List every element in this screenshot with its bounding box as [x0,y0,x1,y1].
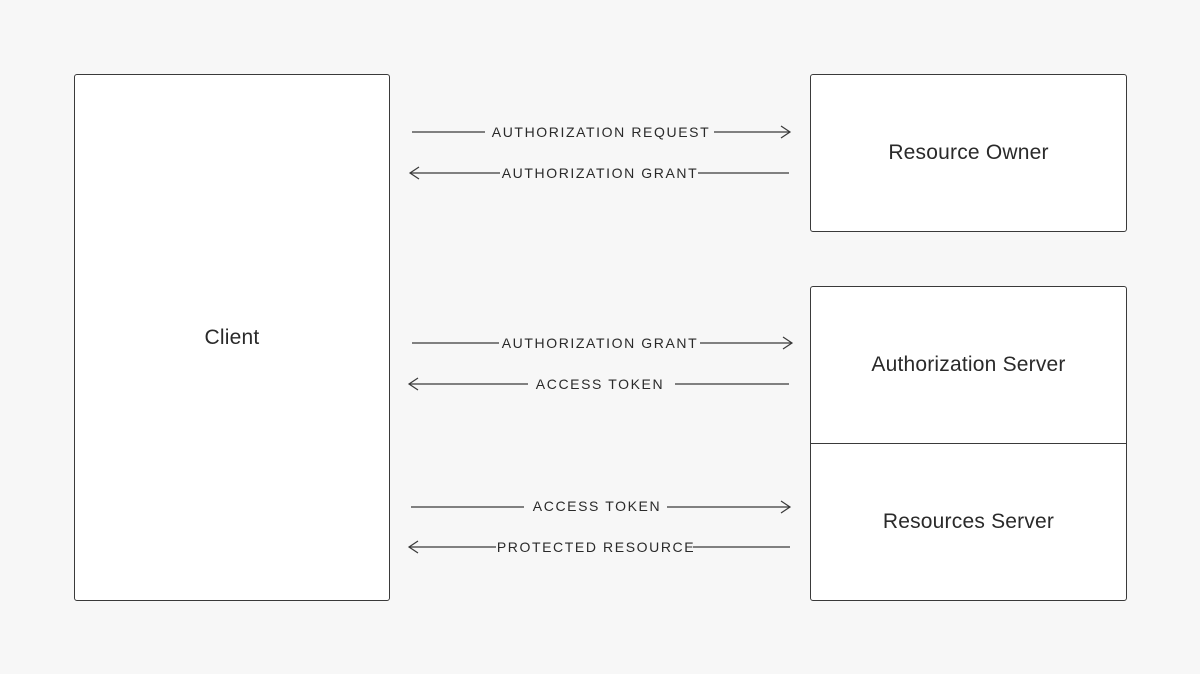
flow-arrow-protected-resource-return [407,540,790,554]
flow-arrow-access-token-return [407,377,789,391]
flow-label-protected-resource: PROTECTED RESOURCE [496,539,696,555]
flow-label-authorization-grant-return: AUTHORIZATION GRANT [501,165,699,181]
flow-arrow-authorization-grant [412,336,794,350]
flow-label-access-token-return: ACCESS TOKEN [535,376,665,392]
client-box: Client [74,74,390,601]
flow-arrow-access-token [411,500,792,514]
authorization-server-box: Authorization Server [811,287,1126,443]
resources-server-box: Resources Server [811,443,1126,600]
flow-arrow-authorization-grant-return [408,166,789,180]
flow-label-authorization-grant: AUTHORIZATION GRANT [501,335,699,351]
resource-owner-box: Resource Owner [810,74,1127,232]
server-group-box: Authorization Server Resources Server [810,286,1127,601]
flow-label-authorization-request: AUTHORIZATION REQUEST [491,124,711,140]
authorization-server-label: Authorization Server [871,353,1066,376]
client-label: Client [204,325,260,349]
resource-owner-label: Resource Owner [888,141,1049,164]
flow-label-access-token: ACCESS TOKEN [532,498,662,514]
resources-server-label: Resources Server [882,510,1055,533]
flow-arrow-authorization-request [412,125,792,139]
